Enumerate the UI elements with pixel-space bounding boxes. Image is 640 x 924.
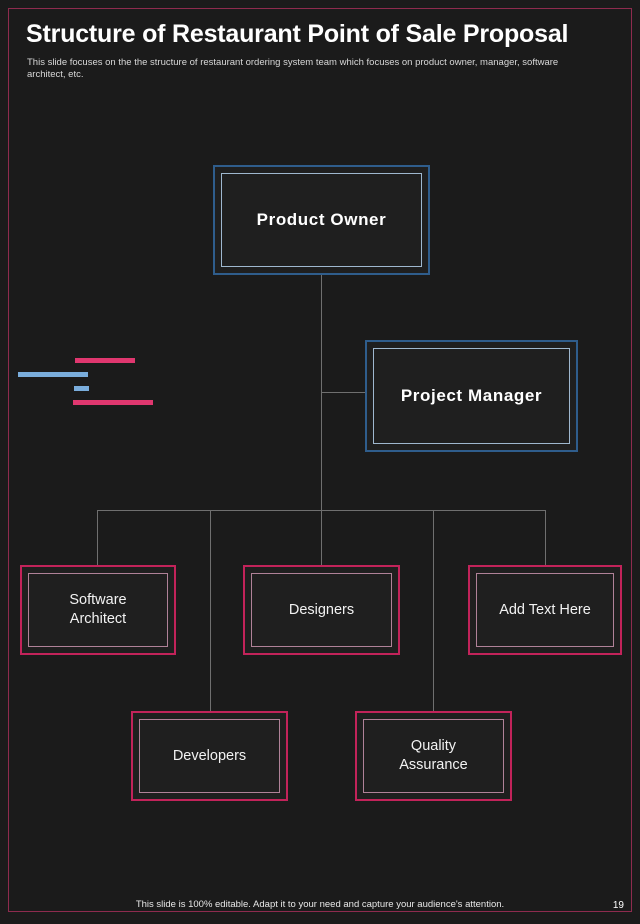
org-node-software-architect[interactable]: Software Architect xyxy=(20,565,176,655)
org-node-label-line2: Architect xyxy=(69,611,127,627)
org-node-label: Product Owner xyxy=(256,210,387,229)
connector-drop-add-text-here xyxy=(545,510,546,565)
connector-to-project-manager xyxy=(321,392,365,393)
org-node-developers[interactable]: Developers xyxy=(131,711,288,801)
connector-drop-software-architect xyxy=(97,510,98,565)
org-node-label-line1: Quality xyxy=(410,738,457,754)
page-title: Structure of Restaurant Point of Sale Pr… xyxy=(26,20,569,48)
org-node-add-text-here[interactable]: Add Text Here xyxy=(468,565,622,655)
org-node-quality-assurance[interactable]: Quality Assurance xyxy=(355,711,512,801)
org-node-project-manager[interactable]: Project Manager xyxy=(365,340,578,452)
org-node-label: Quality Assurance xyxy=(399,737,468,775)
org-node-label: Software Architect xyxy=(69,591,126,629)
page-number: 19 xyxy=(612,900,624,911)
org-node-inner-border: Quality Assurance xyxy=(363,719,504,793)
org-node-label: Developers xyxy=(172,747,247,764)
org-node-inner-border: Project Manager xyxy=(373,348,570,444)
org-node-inner-border: Software Architect xyxy=(28,573,168,647)
decorative-bar-pink-1 xyxy=(75,358,135,363)
decorative-bar-blue-1 xyxy=(18,372,88,377)
org-node-inner-border: Developers xyxy=(139,719,280,793)
org-node-designers[interactable]: Designers xyxy=(243,565,400,655)
org-node-inner-border: Designers xyxy=(251,573,392,647)
org-node-label: Add Text Here xyxy=(499,601,591,618)
org-node-label: Project Manager xyxy=(400,386,543,405)
connector-drop-designers xyxy=(321,510,322,565)
org-node-label: Designers xyxy=(288,601,355,618)
decorative-bar-blue-2 xyxy=(74,386,89,391)
slide-frame-border xyxy=(8,8,632,912)
footer-note: This slide is 100% editable. Adapt it to… xyxy=(135,899,505,910)
org-node-label-line2: Assurance xyxy=(399,757,468,773)
decorative-bar-pink-2 xyxy=(73,400,153,405)
connector-trunk-vertical xyxy=(321,275,322,511)
org-node-inner-border: Add Text Here xyxy=(476,573,614,647)
org-node-label-line1: Software xyxy=(69,592,127,608)
page-subtitle: This slide focuses on the the structure … xyxy=(27,57,559,80)
org-node-inner-border: Product Owner xyxy=(221,173,422,267)
connector-drop-quality-assurance xyxy=(433,510,434,711)
org-node-product-owner[interactable]: Product Owner xyxy=(213,165,430,275)
connector-drop-developers xyxy=(210,510,211,711)
